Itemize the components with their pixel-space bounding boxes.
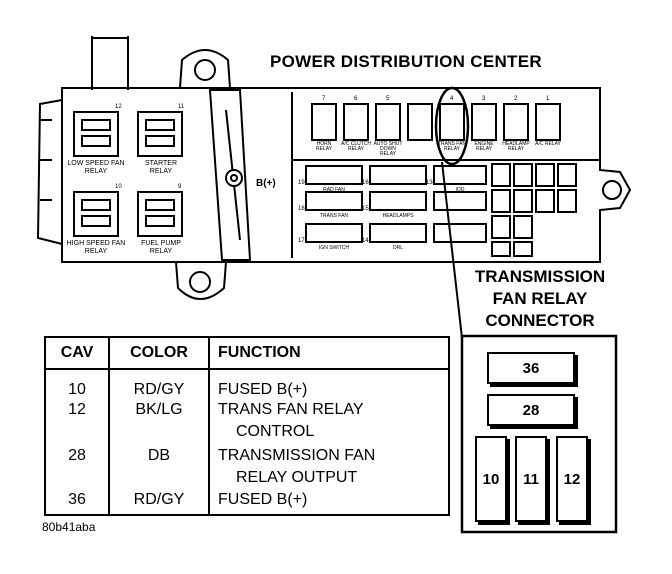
wire-stub bbox=[91, 36, 129, 90]
maxi-fuse-number: 19 bbox=[298, 180, 305, 186]
top-fuse-label: A/C CLUTCH RELAY bbox=[340, 141, 371, 152]
maxi-fuse-number: 13 bbox=[426, 180, 433, 186]
cavity-12: 12 bbox=[556, 436, 588, 522]
cavity-11: 11 bbox=[515, 436, 547, 522]
maxi-fuse-number: 16 bbox=[362, 180, 369, 186]
row-function: FUSED B(+) bbox=[218, 381, 308, 398]
relay-12-label: LOW SPEED FAN RELAY bbox=[67, 160, 125, 175]
row-cav: 36 bbox=[68, 491, 86, 508]
relay-9-label: FUEL PUMP RELAY bbox=[141, 240, 181, 255]
maxi-fuse-label: RAD FAN bbox=[323, 187, 345, 193]
pdc-outline bbox=[61, 87, 632, 263]
cavity-28: 28 bbox=[487, 394, 575, 426]
pinout-table: CAV COLOR FUNCTION 10 RD/GY FUSED B(+) 1… bbox=[44, 336, 450, 516]
leader-line bbox=[441, 161, 463, 339]
maxi-fuse-label: IGN SWITCH bbox=[319, 245, 349, 251]
row-color: RD/GY bbox=[133, 381, 185, 398]
top-fuse-number: 4 bbox=[450, 96, 454, 102]
top-fuse-label: A/C RELAY bbox=[535, 141, 561, 147]
row-function-continued: RELAY OUTPUT bbox=[236, 469, 358, 486]
header-function: FUNCTION bbox=[218, 344, 301, 361]
row-function-continued: CONTROL bbox=[236, 423, 315, 440]
cavity-10: 10 bbox=[475, 436, 507, 522]
relay-12 bbox=[73, 111, 119, 157]
top-fuse-label: TRANS FAN RELAY bbox=[437, 141, 467, 152]
maxi-fuse-number: 15 bbox=[362, 206, 369, 212]
relay-9-number: 9 bbox=[178, 184, 182, 190]
diagram-title: POWER DISTRIBUTION CENTER bbox=[270, 52, 542, 71]
top-fuse-number: 5 bbox=[386, 96, 390, 102]
connector-title-line2: FAN RELAY bbox=[492, 289, 588, 308]
top-fuse-number: 3 bbox=[482, 96, 486, 102]
top-fuse-label: AUTO SHUT DOWN RELAY bbox=[373, 141, 403, 157]
maxi-fuse-number: 17 bbox=[298, 238, 305, 244]
relay-9 bbox=[137, 191, 183, 237]
left-tab bbox=[36, 99, 63, 245]
top-fuse-number: 6 bbox=[354, 96, 358, 102]
row-cav: 28 bbox=[68, 447, 86, 464]
relay-11 bbox=[137, 111, 183, 157]
maxi-fuse-number: 14 bbox=[362, 238, 369, 244]
maxi-fuse-label: HEADLAMPS bbox=[382, 213, 414, 219]
figure-caption: 80b41aba bbox=[42, 520, 96, 534]
maxi-fuse-label: TRANS FAN bbox=[319, 213, 349, 219]
maxi-fuse-label: DRL bbox=[392, 245, 403, 251]
header-color: COLOR bbox=[130, 344, 188, 361]
maxi-fuse-number: 18 bbox=[298, 206, 305, 212]
trans-fan-relay-highlight bbox=[434, 86, 470, 166]
connector-outline bbox=[460, 334, 618, 534]
upper-mount-ear bbox=[179, 49, 231, 89]
cavity-36: 36 bbox=[487, 352, 575, 384]
top-fuse-number: 1 bbox=[546, 96, 550, 102]
relay-10-number: 10 bbox=[115, 184, 122, 190]
row-color: RD/GY bbox=[133, 491, 185, 508]
top-fuse-label: HEADLAMP RELAY bbox=[502, 141, 530, 152]
top-fuse-label: HORN RELAY bbox=[315, 141, 333, 152]
battery-label: B(+) bbox=[256, 178, 276, 189]
row-cav: 12 bbox=[68, 401, 86, 418]
relay-12-number: 12 bbox=[115, 104, 122, 110]
header-cav: CAV bbox=[60, 344, 94, 361]
row-function: TRANSMISSION FAN bbox=[218, 447, 376, 464]
right-mount-ear bbox=[602, 180, 622, 200]
connector-title-line3: CONNECTOR bbox=[485, 311, 595, 330]
row-function: TRANS FAN RELAY bbox=[218, 401, 364, 418]
connector-title-line1: TRANSMISSION bbox=[474, 267, 606, 286]
row-cav: 10 bbox=[68, 381, 86, 398]
maxi-fuse-label: IOD bbox=[455, 187, 465, 193]
row-function: FUSED B(+) bbox=[218, 491, 308, 508]
lower-mount-ear bbox=[175, 261, 227, 300]
top-fuse-number: 7 bbox=[322, 96, 326, 102]
row-color: BK/LG bbox=[135, 401, 183, 418]
top-fuse-label: ENGINE RELAY bbox=[474, 141, 494, 152]
connector-title: TRANSMISSION FAN RELAY CONNECTOR bbox=[452, 266, 628, 332]
relay-10-label: HIGH SPEED FAN RELAY bbox=[66, 240, 126, 255]
battery-bus-bar bbox=[208, 89, 252, 261]
top-fuse-number: 2 bbox=[514, 96, 518, 102]
row-color: DB bbox=[147, 447, 171, 464]
relay-11-label: STARTER RELAY bbox=[144, 160, 178, 175]
relay-10 bbox=[73, 191, 119, 237]
relay-11-number: 11 bbox=[178, 104, 185, 110]
